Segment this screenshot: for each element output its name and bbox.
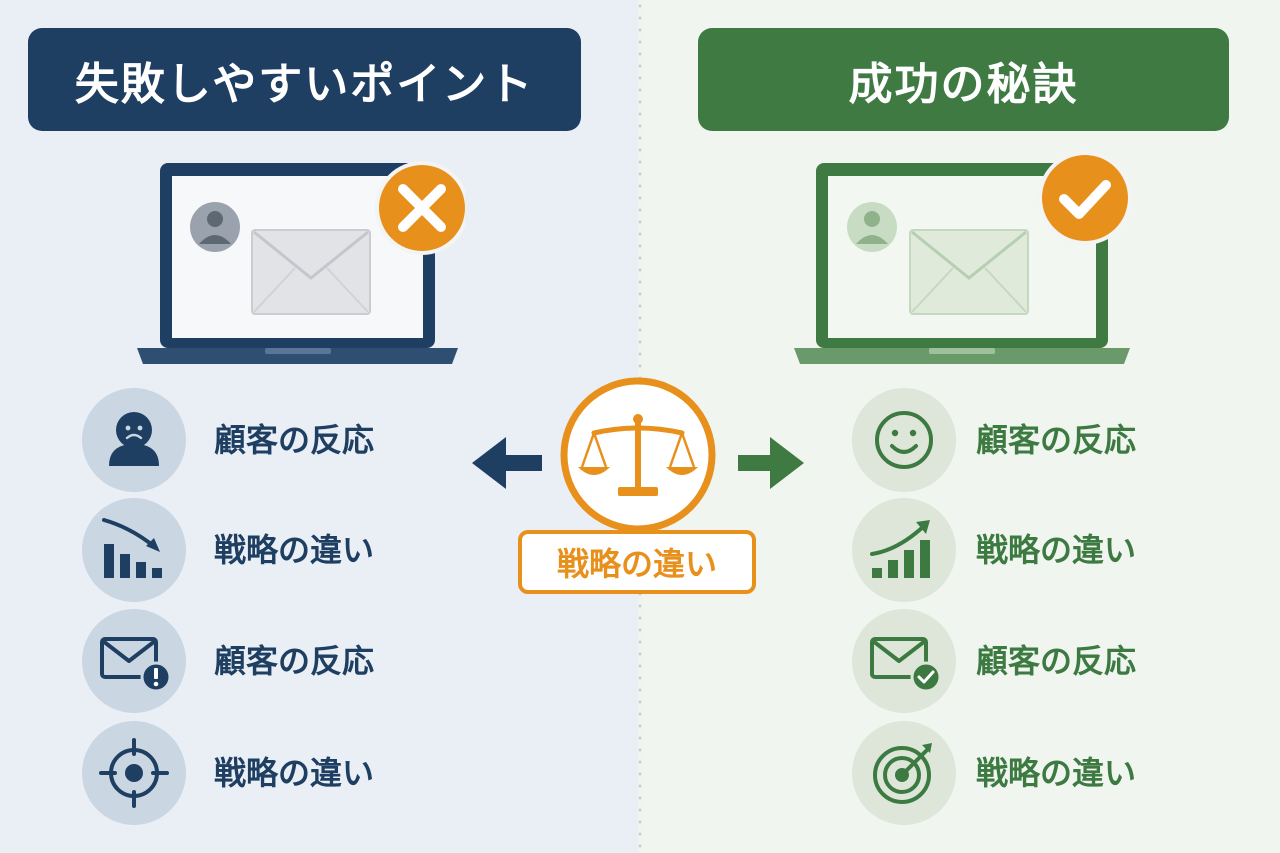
envelope-icon	[909, 229, 1029, 315]
sad-face-icon	[82, 388, 186, 492]
check-mark-icon	[1038, 151, 1132, 245]
right-laptop-illustration	[794, 151, 1132, 364]
left-item-label-1: 顧客の反応	[214, 421, 375, 459]
left-item-label-3: 顧客の反応	[214, 642, 375, 680]
right-item-label-1: 顧客の反応	[976, 421, 1137, 459]
envelope-icon	[251, 229, 371, 315]
target-arrow-icon	[852, 721, 956, 825]
x-mark-icon	[375, 161, 465, 255]
crosshair-icon	[82, 721, 186, 825]
right-title: 成功の秘訣	[848, 58, 1079, 110]
center-label: 戦略の違い	[556, 545, 717, 583]
scale-icon	[560, 377, 716, 533]
left-item-label-4: 戦略の違い	[214, 754, 375, 792]
right-header: 成功の秘訣	[698, 28, 1229, 131]
right-item-label-2: 戦略の違い	[976, 531, 1137, 569]
left-title: 失敗しやすいポイント	[74, 58, 535, 110]
center-comparison-graphic	[472, 377, 804, 533]
avatar-icon	[847, 202, 897, 252]
right-item-label-4: 戦略の違い	[976, 754, 1137, 792]
left-laptop-illustration	[137, 161, 465, 364]
avatar-icon	[190, 202, 240, 252]
declining-bar-chart-icon	[82, 498, 186, 602]
mail-warning-icon	[82, 609, 186, 713]
left-item-label-2: 戦略の違い	[214, 531, 375, 569]
right-arrow-icon	[738, 437, 804, 489]
right-panel	[642, 0, 1280, 853]
left-arrow-icon	[472, 437, 542, 489]
mail-check-icon	[852, 609, 956, 713]
smile-face-icon	[852, 388, 956, 492]
rising-bar-chart-icon	[852, 498, 956, 602]
right-item-label-3: 顧客の反応	[976, 642, 1137, 680]
center-label-box: 戦略の違い	[518, 530, 756, 594]
left-header: 失敗しやすいポイント	[28, 28, 581, 131]
